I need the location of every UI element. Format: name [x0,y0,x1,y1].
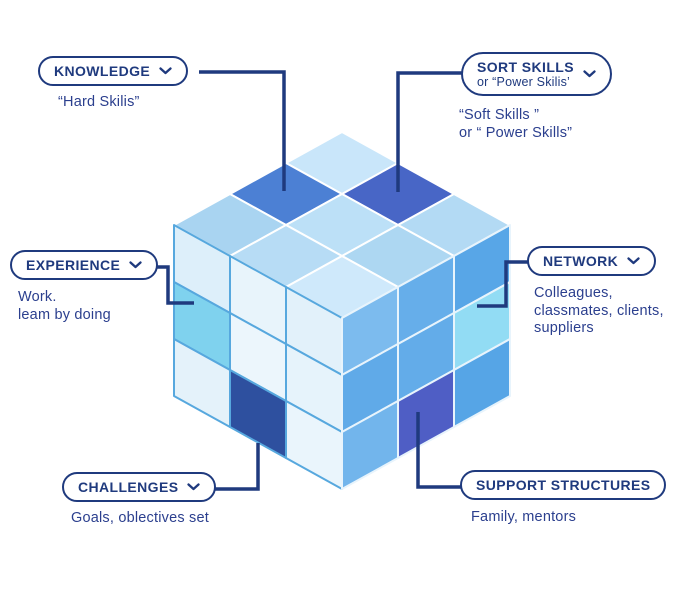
network-label: NETWORK [543,253,619,269]
support-structures-pill[interactable]: SUPPORT STRUCTURES [460,470,667,500]
knowledge-label: KNOWLEDGE [54,63,151,79]
sort-skills-sublabel: “Soft Skills ” or “ Power Skills” [459,107,573,141]
support-structures-label: SUPPORT STRUCTURES [476,477,651,493]
cube-tile-right-2-2 [453,338,511,428]
experience-sublabel: Work. leam by doing [18,289,111,323]
challenges-label: CHALLENGES [78,479,179,495]
sort-skills-pill[interactable]: SORT SKILLS or “Power Skilis’ [461,52,612,97]
knowledge-pill[interactable]: KNOWLEDGE [38,56,189,86]
support-structures-sublabel: Family, mentors [471,509,577,525]
knowledge-sublabel: “Hard Skilis” [58,94,140,110]
sort-skills-label-line2: or “Power Skilis’ [477,75,570,90]
connector-support [416,412,462,489]
connector-challenges [213,443,260,491]
challenges-sublabel: Goals, oblectives set [71,510,209,526]
sort-skills-label: SORT SKILLS [477,59,574,75]
experience-label: EXPERIENCE [26,257,121,273]
network-pill[interactable]: NETWORK [527,246,657,276]
connector-experience [152,265,194,305]
chevron-down-icon [159,67,172,75]
chevron-down-icon [129,261,142,269]
chevron-down-icon [583,70,596,78]
connector-knowledge [199,70,286,191]
connector-lines [152,70,528,491]
chevron-down-icon [627,257,640,265]
connector-sort [396,71,462,192]
rubiks-cube [173,131,511,490]
challenges-pill[interactable]: CHALLENGES [62,472,217,502]
network-sublabel: Colleagues, classmates, clients, supplie… [534,285,664,337]
chevron-down-icon [187,483,201,491]
connector-network [477,260,528,308]
experience-pill[interactable]: EXPERIENCE [10,250,159,280]
